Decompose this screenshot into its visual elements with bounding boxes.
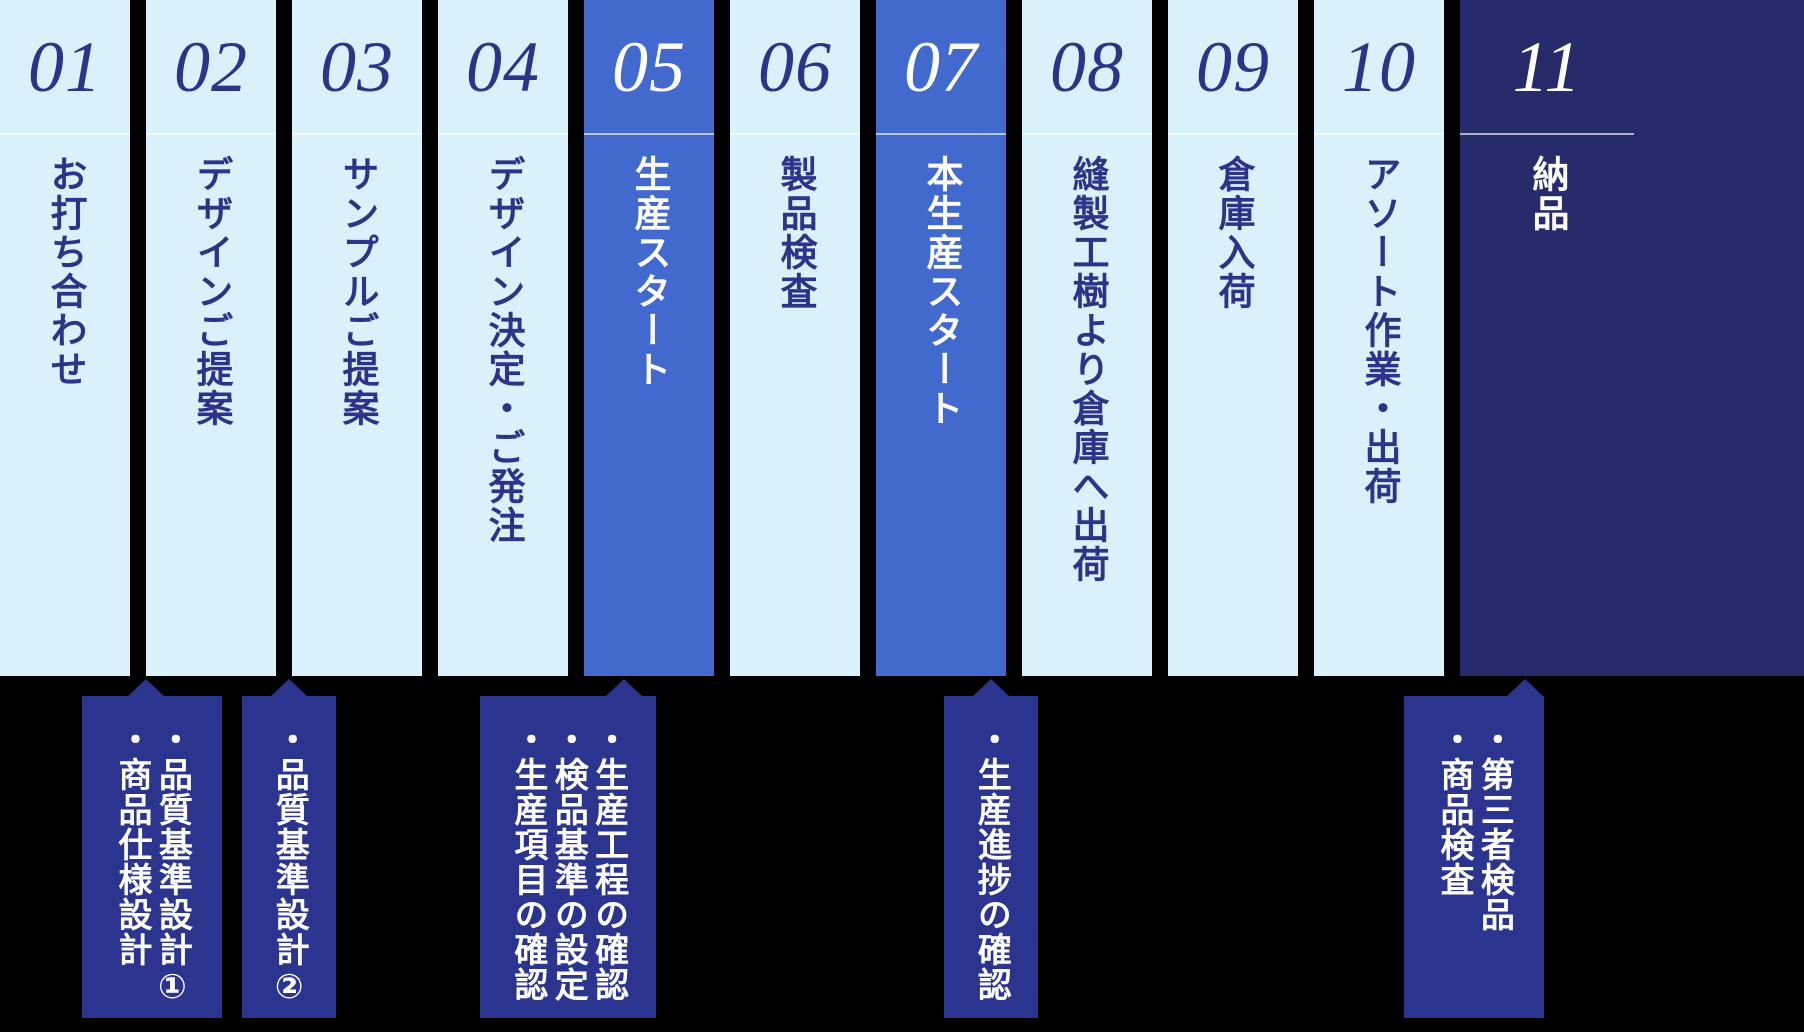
- callout-5-lines: ・第三者検品 ・商品検査: [1404, 722, 1544, 1018]
- flow-step-01-body: [0, 0, 130, 676]
- flow-step-02: 02 デザインご提案: [146, 0, 276, 676]
- callout-4-line-1: ・生産進捗の確認: [972, 722, 1011, 1002]
- callout-1: ・品質基準設計① ・商品仕様設計: [82, 679, 222, 1018]
- callout-2-pointer-icon: [270, 679, 308, 697]
- flow-step-07-body: [876, 0, 1006, 676]
- flow-step-05-label-wrap: 生産スタート: [584, 155, 714, 389]
- callout-1-line-2: ・商品仕様設計: [113, 722, 151, 967]
- callout-5: ・第三者検品 ・商品検査: [1404, 679, 1544, 1018]
- flow-step-03-label-wrap: サンプルご提案: [292, 155, 422, 428]
- flow-step-04-body: [438, 0, 568, 676]
- callout-3-line-2: ・検品基準の設定: [549, 722, 588, 1002]
- flow-step-08-label-wrap: 縫製工樹より倉庫へ出荷: [1022, 155, 1152, 584]
- flow-step-07-label-wrap: 本生産スタート: [876, 155, 1006, 428]
- callout-5-pointer-icon: [1506, 679, 1544, 697]
- flow-step-10-label-wrap: アソート作業・出荷: [1314, 155, 1444, 506]
- callout-3-line-1: ・生産工程の確認: [589, 722, 628, 1002]
- flow-step-06-body: [730, 0, 860, 676]
- flow-step-03-body: [292, 0, 422, 676]
- flow-step-11-divider: [1460, 133, 1634, 135]
- flow-step-04: 04 デザイン決定・ご発注: [438, 0, 568, 676]
- flow-step-06-divider: [730, 133, 860, 135]
- callout-1-pointer-icon: [127, 679, 165, 697]
- flow-step-09-number: 09: [1196, 26, 1270, 107]
- callout-2: ・品質基準設計②: [242, 679, 336, 1018]
- flow-step-02-label: デザインご提案: [190, 155, 232, 428]
- flow-step-08-divider: [1022, 133, 1152, 135]
- flow-step-10-label: アソート作業・出荷: [1358, 155, 1400, 506]
- callout-3-pointer-icon: [605, 679, 643, 697]
- flow-step-07-label: 本生産スタート: [920, 155, 962, 428]
- flow-step-09-label-wrap: 倉庫入荷: [1168, 155, 1298, 311]
- flow-step-10-body: [1314, 0, 1444, 676]
- flow-step-01-number: 01: [28, 26, 102, 107]
- callout-5-line-1: ・第三者検品: [1475, 722, 1514, 932]
- flow-step-11-number: 11: [1512, 26, 1582, 107]
- flow-step-02-divider: [146, 133, 276, 135]
- flow-step-04-number: 04: [466, 26, 540, 107]
- flow-step-10-divider: [1314, 133, 1444, 135]
- flow-step-08-label: 縫製工樹より倉庫へ出荷: [1066, 155, 1108, 584]
- flow-step-03-label: サンプルご提案: [336, 155, 378, 428]
- flow-step-04-divider: [438, 133, 568, 135]
- flow-step-08-number: 08: [1050, 26, 1124, 107]
- flow-step-09: 09 倉庫入荷: [1168, 0, 1298, 676]
- flow-step-11: 11 納品: [1460, 0, 1804, 676]
- flow-step-02-number: 02: [174, 26, 248, 107]
- flow-step-08: 08 縫製工樹より倉庫へ出荷: [1022, 0, 1152, 676]
- flow-step-10-number: 10: [1342, 26, 1416, 107]
- flow-step-06: 06 製品検査: [730, 0, 860, 676]
- flow-step-03: 03 サンプルご提案: [292, 0, 422, 676]
- flow-step-09-label: 倉庫入荷: [1212, 155, 1254, 311]
- callout-3: ・生産工程の確認 ・検品基準の設定 ・生産項目の確認: [480, 679, 656, 1018]
- flow-step-01: 01 お打ち合わせ: [0, 0, 130, 676]
- flow-step-01-divider: [0, 133, 130, 135]
- flow-step-06-number: 06: [758, 26, 832, 107]
- callout-3-line-3: ・生産項目の確認: [508, 722, 547, 1002]
- flow-step-07: 07 本生産スタート: [876, 0, 1006, 676]
- callout-4: ・生産進捗の確認: [944, 679, 1038, 1018]
- flow-step-05-label: 生産スタート: [628, 155, 670, 389]
- flow-step-05-body: [584, 0, 714, 676]
- flow-step-05: 05 生産スタート: [584, 0, 714, 676]
- flow-step-05-divider: [584, 133, 714, 135]
- flow-step-02-label-wrap: デザインご提案: [146, 155, 276, 428]
- flow-step-07-number: 07: [904, 26, 978, 107]
- flow-step-07-divider: [876, 133, 1006, 135]
- flow-step-09-divider: [1168, 133, 1298, 135]
- callout-4-pointer-icon: [972, 679, 1010, 697]
- flow-step-03-divider: [292, 133, 422, 135]
- flow-step-04-label: デザイン決定・ご発注: [482, 155, 524, 545]
- callout-4-lines: ・生産進捗の確認: [944, 722, 1038, 1018]
- flow-step-09-body: [1168, 0, 1298, 676]
- flow-step-04-label-wrap: デザイン決定・ご発注: [438, 155, 568, 545]
- flow-step-10: 10 アソート作業・出荷: [1314, 0, 1444, 676]
- callout-3-lines: ・生産工程の確認 ・検品基準の設定 ・生産項目の確認: [480, 722, 656, 1018]
- flow-step-11-label-wrap: 納品: [1460, 155, 1634, 233]
- flow-step-06-label-wrap: 製品検査: [730, 155, 860, 311]
- flow-step-02-body: [146, 0, 276, 676]
- flow-step-11-label: 納品: [1526, 155, 1568, 233]
- flow-step-01-label: お打ち合わせ: [44, 155, 86, 389]
- callout-1-line-1: ・品質基準設計①: [153, 722, 192, 1008]
- callout-2-line-1: ・品質基準設計②: [270, 722, 309, 1008]
- callout-2-lines: ・品質基準設計②: [242, 722, 336, 1018]
- flow-step-05-number: 05: [612, 26, 686, 107]
- flow-step-11-body: [1460, 0, 1804, 676]
- callout-1-lines: ・品質基準設計① ・商品仕様設計: [82, 722, 222, 1018]
- flow-step-03-number: 03: [320, 26, 394, 107]
- flow-step-06-label: 製品検査: [774, 155, 816, 311]
- flow-step-01-label-wrap: お打ち合わせ: [0, 155, 130, 389]
- callout-5-line-2: ・商品検査: [1435, 722, 1473, 897]
- flow-step-08-body: [1022, 0, 1152, 676]
